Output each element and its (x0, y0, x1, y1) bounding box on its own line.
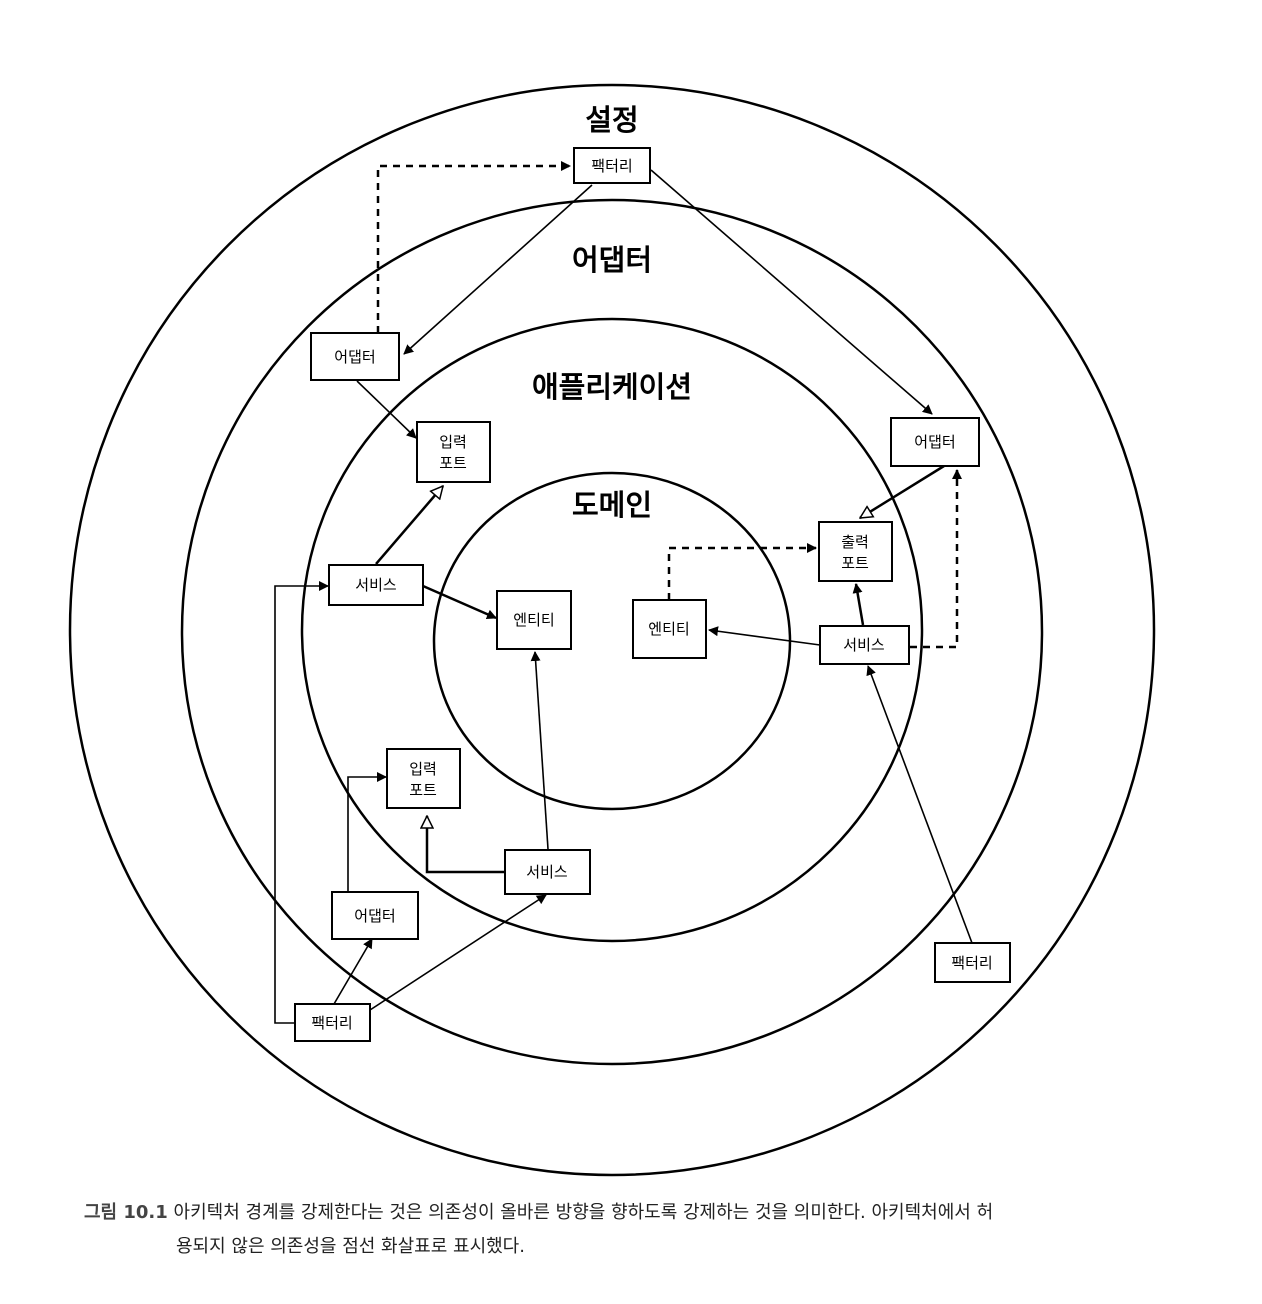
arrow-factory-to-adapter-right (650, 169, 933, 415)
arrow-factory-to-service-bottom (369, 894, 547, 1011)
output-port-label-1: 출력 (841, 533, 869, 551)
arrow-service-to-entity-right (708, 626, 821, 646)
box-adapter-right: 어댑터 (890, 417, 980, 467)
figure-caption: 그림 10.1 아키텍처 경계를 강제한다는 것은 의존성이 올바른 방향을 향… (84, 1196, 1184, 1264)
arrow-factory-to-service-left (274, 581, 329, 1024)
adapter-left-top-label: 어댑터 (334, 348, 375, 366)
application-ring (300, 317, 924, 943)
configuration-ring-label: 설정 (585, 103, 638, 137)
box-input-port-bottom: 입력 포트 (386, 748, 461, 809)
box-output-port: 출력 포트 (818, 521, 893, 582)
domain-ring (432, 471, 792, 811)
box-service-right: 서비스 (819, 625, 910, 665)
implements-adapter-to-output-port (860, 464, 945, 520)
box-entity-right: 엔티티 (632, 599, 707, 659)
adapter-right-label: 어댑터 (914, 433, 955, 451)
input-port-bottom-label-1: 입력 (409, 760, 437, 778)
box-adapter-bottom: 어댑터 (331, 891, 419, 940)
entity-center-label: 엔티티 (513, 611, 554, 629)
box-factory-bottom-left: 팩터리 (294, 1003, 371, 1042)
factory-top-label: 팩터리 (591, 157, 632, 175)
arrow-adapter-to-input-port (356, 380, 417, 439)
arrow-bottom-service-to-entity (530, 651, 549, 850)
box-factory-top: 팩터리 (573, 147, 651, 184)
box-factory-bottom-right: 팩터리 (934, 942, 1011, 983)
box-entity-center: 엔티티 (496, 590, 572, 650)
input-port-bottom-label-2: 포트 (409, 781, 437, 799)
box-service-bottom: 서비스 (504, 849, 591, 895)
dependency-arrows (274, 161, 973, 1024)
factory-bottom-right-label: 팩터리 (951, 954, 992, 972)
dashed-arrow-adapter-to-factory (376, 161, 571, 333)
box-service-left: 서비스 (328, 564, 424, 606)
configuration-ring (68, 83, 1156, 1177)
caption-line-2: 용되지 않은 의존성을 점선 화살표로 표시했다. (176, 1236, 525, 1257)
arrow-factory-to-adapter-bottom (333, 938, 373, 1005)
factory-bottom-left-label: 팩터리 (311, 1014, 352, 1032)
arrow-factory-to-service-right (866, 665, 973, 944)
service-bottom-label: 서비스 (526, 863, 568, 881)
caption-line-1: 그림 10.1 아키텍처 경계를 강제한다는 것은 의존성이 올바른 방향을 향… (84, 1196, 1184, 1230)
architecture-boundary-diagram: 설정 어댑터 애플리케이션 도메인 팩터리 어댑터 입력 (68, 83, 1156, 1177)
arrow-service-to-entity (422, 584, 497, 620)
implements-service-to-input-port-bottom (427, 816, 505, 874)
service-right-label: 서비스 (843, 636, 885, 654)
caption-text-1: 아키텍처 경계를 강제한다는 것은 의존성이 올바른 방향을 향하도록 강제하는… (173, 1202, 994, 1223)
input-port-top-label-1: 입력 (439, 433, 467, 451)
input-port-top-label-2: 포트 (439, 454, 467, 472)
domain-ring-label: 도메인 (572, 488, 652, 522)
adapter-ring (180, 198, 1044, 1066)
arrow-service-to-output-port (852, 583, 865, 626)
implements-service-to-input-port (375, 486, 443, 565)
arrow-factory-to-adapter-left (403, 184, 593, 355)
adapter-bottom-label: 어댑터 (354, 907, 395, 925)
output-port-label-2: 포트 (841, 554, 869, 572)
entity-right-label: 엔티티 (648, 620, 689, 638)
arrow-adapter-to-input-port-bottom (347, 772, 387, 891)
application-ring-label: 애플리케이션 (532, 370, 692, 404)
dashed-arrow-service-to-adapter (910, 469, 962, 649)
box-input-port-top: 입력 포트 (416, 421, 491, 483)
caption-label: 그림 10.1 (84, 1202, 168, 1223)
service-left-label: 서비스 (355, 576, 397, 594)
adapter-ring-label: 어댑터 (572, 243, 652, 277)
dashed-arrow-entity-to-output-port (667, 543, 817, 600)
box-adapter-left-top: 어댑터 (310, 332, 400, 381)
